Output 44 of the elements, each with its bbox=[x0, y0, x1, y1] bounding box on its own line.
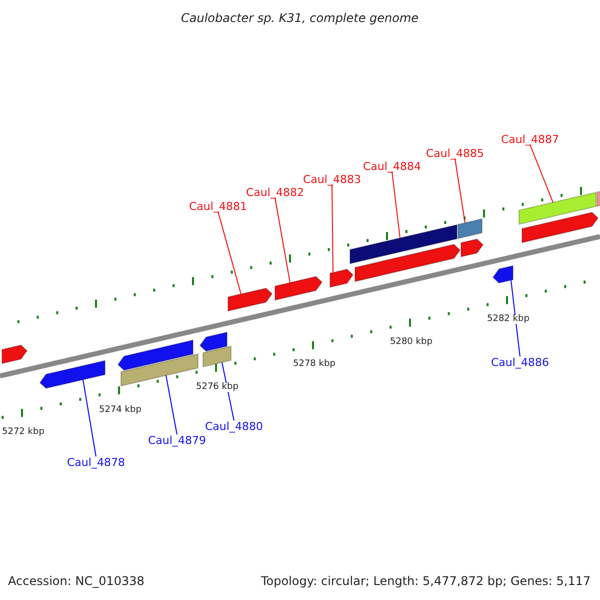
gene-feature bbox=[354, 244, 461, 282]
gene-label: Caul_4886 bbox=[491, 356, 549, 368]
gene-feature bbox=[492, 265, 514, 284]
leader-line bbox=[529, 144, 554, 203]
scale-label: 5280 kbp bbox=[390, 338, 432, 347]
gene-label: Caul_4885 bbox=[426, 148, 484, 158]
title: Caulobacter sp. K31, complete genome bbox=[181, 12, 419, 24]
scale-label: 5276 kbp bbox=[196, 383, 238, 392]
feature-bar bbox=[202, 346, 232, 368]
leader-line bbox=[274, 197, 290, 284]
leader-line bbox=[331, 184, 334, 274]
gene-label: Caul_4883 bbox=[303, 174, 361, 184]
gene-feature bbox=[330, 268, 354, 288]
leader-line bbox=[222, 362, 234, 421]
feature-bar bbox=[458, 218, 482, 240]
gene-feature bbox=[199, 332, 228, 352]
leader-line bbox=[454, 158, 466, 224]
scale-label: 5282 kbp bbox=[487, 315, 530, 324]
gene-label: Caul_4880 bbox=[205, 420, 263, 432]
gene-label: Caul_4879 bbox=[148, 434, 206, 446]
leader-line bbox=[82, 379, 96, 457]
gene-feature bbox=[39, 360, 106, 389]
gene-feature bbox=[228, 288, 273, 312]
gene-feature bbox=[460, 238, 484, 258]
scale-label: 5272 kbp bbox=[2, 428, 44, 438]
scale-label: 5274 kbp bbox=[99, 406, 142, 415]
gene-feature bbox=[274, 276, 323, 301]
gene-feature bbox=[2, 344, 28, 364]
gene-label: Caul_4884 bbox=[363, 160, 421, 172]
leader-line bbox=[391, 171, 400, 238]
gene-label: Caul_4887 bbox=[501, 134, 559, 144]
gene-label: Caul_4881 bbox=[189, 200, 247, 212]
gene-feature bbox=[522, 212, 599, 244]
footer-text: Accession: NC_010338 bbox=[8, 575, 144, 587]
gene-label: Caul_4878 bbox=[67, 456, 125, 468]
feature-bar bbox=[518, 192, 596, 225]
feature-bar bbox=[120, 353, 198, 387]
leader-line bbox=[510, 280, 520, 357]
footer-text: Topology: circular; Length: 5,477,872 bp; Genes: 5,117 bbox=[261, 575, 591, 587]
feature-bar bbox=[350, 224, 458, 264]
gene-label: Caul_4882 bbox=[246, 186, 304, 198]
gene-feature bbox=[117, 339, 194, 371]
scale-label: 5278 kbp bbox=[293, 360, 336, 370]
leader-line bbox=[217, 211, 242, 294]
